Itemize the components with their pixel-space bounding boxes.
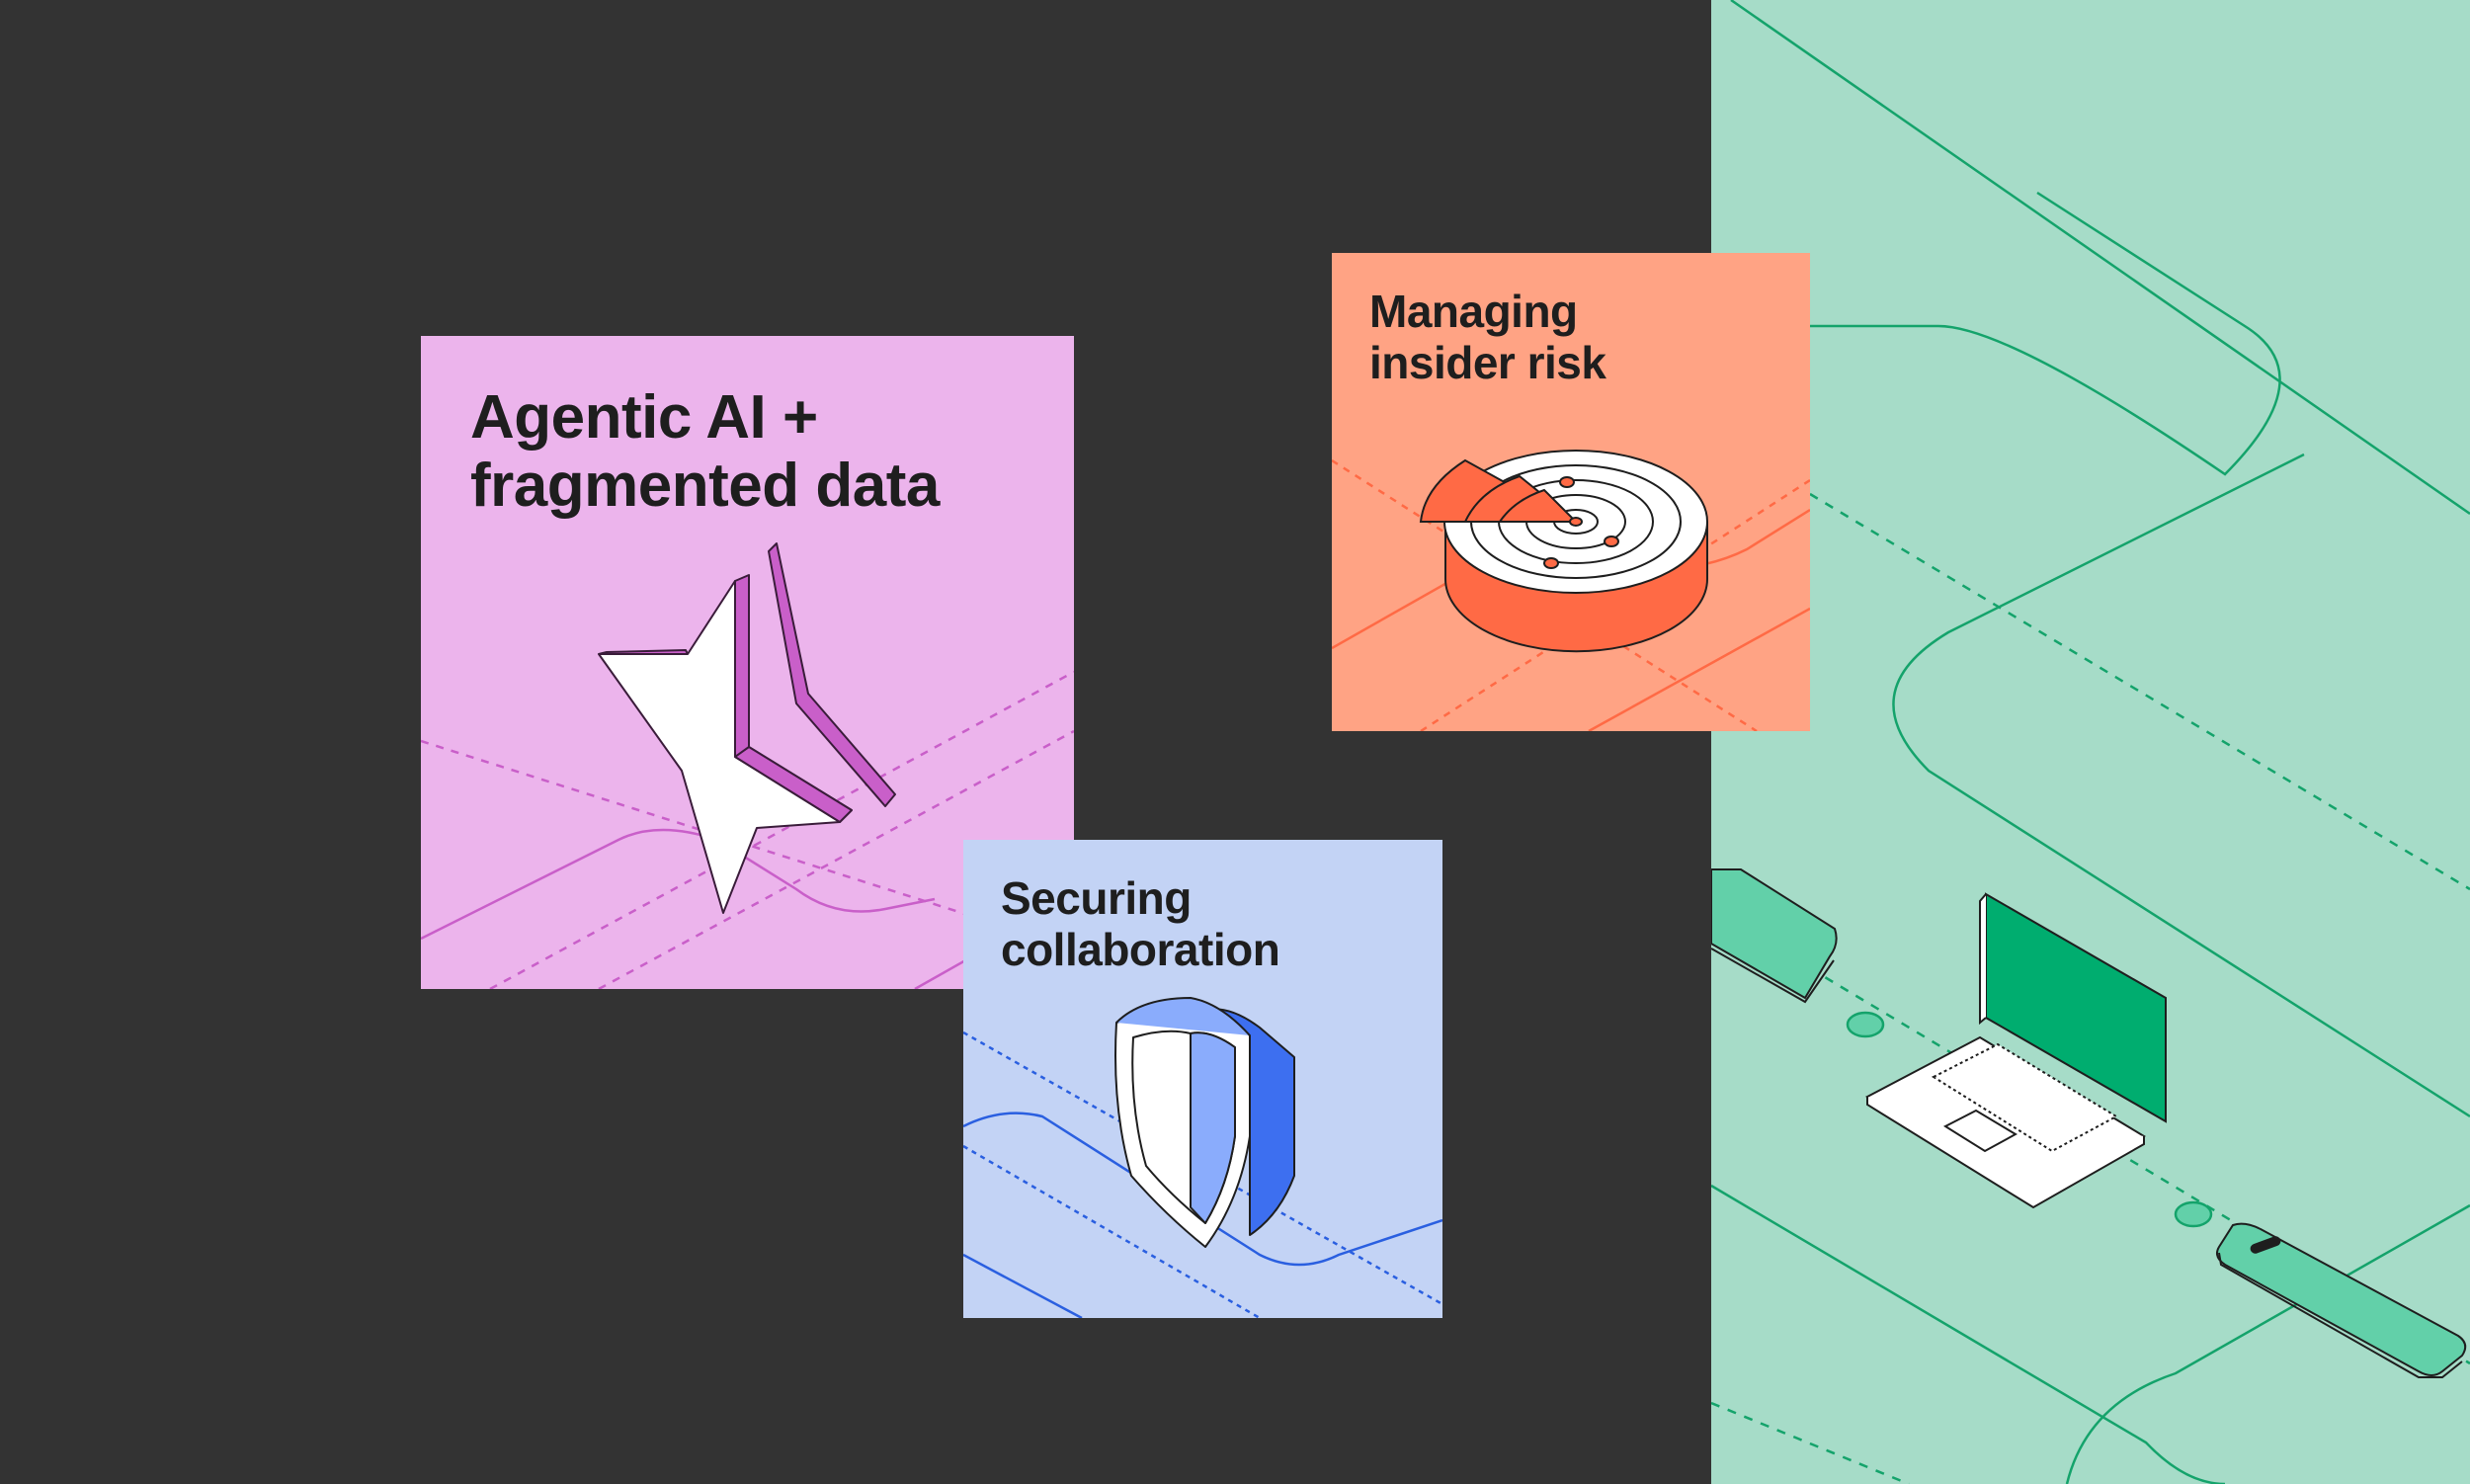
insider-risk-card: Managing insider risk	[1332, 253, 1810, 731]
shield-icon	[1114, 997, 1295, 1248]
network-lines-graphic	[1711, 0, 2470, 1484]
connector-dot	[1846, 1011, 1885, 1038]
radar-icon	[1419, 450, 1708, 653]
laptop-icon	[1864, 892, 2167, 1209]
card-title: Agentic AI + fragmented data	[470, 383, 940, 521]
card-title: Managing insider risk	[1369, 286, 1606, 388]
star-icon	[598, 542, 896, 914]
network-illustration-panel	[1711, 0, 2470, 1484]
securing-collaboration-card: Securing collaboration	[963, 840, 1442, 1318]
card-title: Securing collaboration	[1001, 872, 1280, 975]
phone-icon	[1711, 868, 1838, 1004]
phone-icon	[2216, 1222, 2467, 1378]
card-background-lines	[963, 1031, 1442, 1318]
connector-dot	[2174, 1200, 2213, 1228]
